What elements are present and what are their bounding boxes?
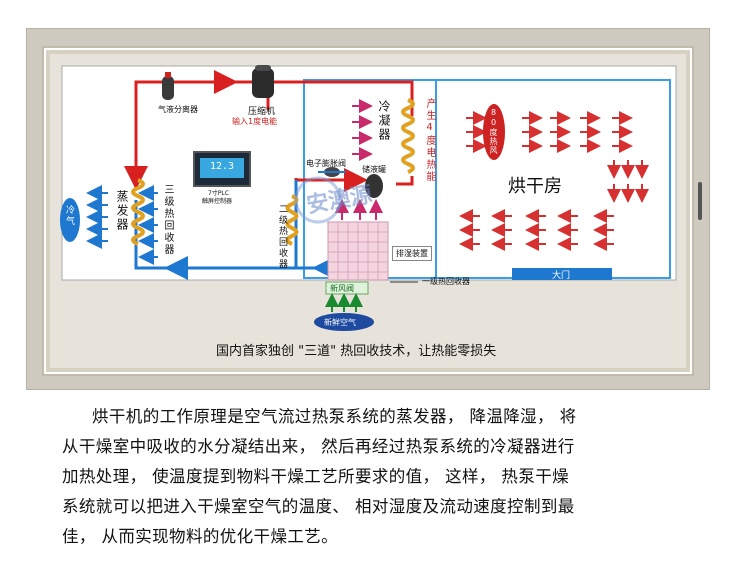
diagram-caption: 国内首家独创 "三道" 热回收技术，让热能零损失 <box>216 344 497 359</box>
fresh-air-valve-label: 新风阀 <box>330 284 354 293</box>
diagram-graphics <box>60 65 677 331</box>
top-strip <box>0 0 737 24</box>
separator-label: 气液分离器 <box>158 105 198 114</box>
second-recovery-label: 二级热回收器 <box>277 204 287 270</box>
gate-bar <box>512 268 612 280</box>
fresh-air-label: 新鲜空气 <box>324 318 356 327</box>
description-paragraph: 烘干机的工作原理是空气流过热泵系统的蒸发器， 降温降湿， 将 从干燥室中吸收的水… <box>62 402 682 552</box>
condenser-coil <box>401 98 415 174</box>
evaporator-label: 蒸发器 <box>115 190 129 232</box>
controller-label-line2: 触屏控制器 <box>202 198 233 205</box>
compressor-body <box>252 68 274 98</box>
description-line: 系统就可以把进入干燥室空气的温度、 相对湿度及流动速度控制到最 <box>62 497 575 516</box>
controller-label-line1: 7寸PLC <box>208 190 229 197</box>
description-line: 从干燥室中吸收的水分凝结出来， 然后再经过热泵系统的冷凝器进行 <box>62 437 575 456</box>
second-recovery-coil <box>285 194 299 246</box>
receiver-label: 储液罐 <box>362 165 386 174</box>
hot-air-label: 80度热风 <box>489 108 498 155</box>
third-recovery-label: 三级热回收器 <box>162 184 173 256</box>
heat-pump-diagram: 气液分离器 压缩机 输入1度电能 12.3 7寸PLC 触屏控制器 蒸发器 冷气… <box>56 60 682 360</box>
scrollbar-thumb[interactable] <box>698 182 702 220</box>
heat-output-label: 产生4度电热能 <box>424 98 435 183</box>
description-line: 烘干机的工作原理是空气流过热泵系统的蒸发器， 降温降湿， 将 <box>92 407 577 426</box>
compressor-label: 压缩机 <box>248 107 276 117</box>
cold-air-badge <box>60 198 80 242</box>
description-line: 佳， 从而实现物料的优化干燥工艺。 <box>62 527 339 546</box>
receiver-body <box>365 174 383 198</box>
watermark-logo <box>294 176 342 224</box>
gate-label: 大门 <box>552 271 571 281</box>
first-recovery-label: 一级热回收器 <box>422 277 470 286</box>
expansion-valve-label: 电子膨胀阀 <box>306 159 346 168</box>
power-input-label: 输入1度电能 <box>232 117 278 126</box>
fresh-air-badge <box>314 313 374 331</box>
hot-air-badge <box>483 104 505 160</box>
cold-air-label: 冷气 <box>64 205 74 227</box>
condenser-label: 冷凝器 <box>377 100 391 142</box>
description-line: 加热处理， 使温度提到物料干燥工艺所要求的值， 这样， 热泵干燥 <box>62 467 570 486</box>
drying-room-label: 烘干房 <box>508 176 562 197</box>
controller-screen-readout: 12.3 <box>210 161 235 172</box>
drain-device-label: 排湿装置 <box>392 246 432 261</box>
separator-body <box>162 76 174 100</box>
